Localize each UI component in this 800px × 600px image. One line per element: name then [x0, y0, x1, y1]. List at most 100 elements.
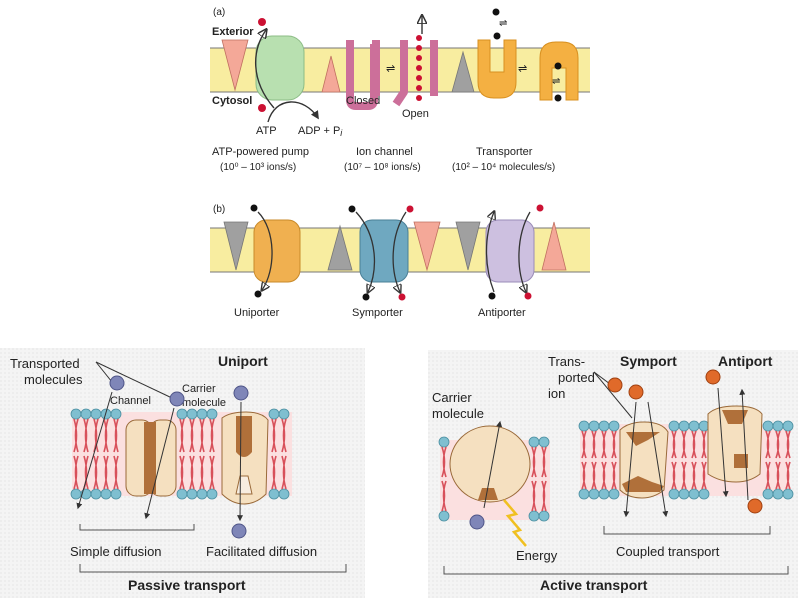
symport-arrow [647, 401, 669, 518]
antiport-arrow [717, 387, 729, 498]
lipid-tail [73, 455, 79, 490]
lipid-tail [601, 430, 607, 459]
lipid-head [538, 510, 550, 522]
energy-bolt [503, 499, 527, 547]
lipid-head [688, 420, 700, 432]
uniporter-protein [253, 219, 301, 283]
antiporter-protein [485, 219, 535, 283]
trans-label-3: ion [548, 386, 565, 401]
lipid-head [206, 488, 218, 500]
lipid-tail [271, 418, 277, 453]
lipid-heads-top [438, 420, 794, 448]
gradient-triangle [221, 39, 249, 92]
ion [398, 293, 406, 301]
lipid-head [698, 488, 710, 500]
lipid-tail [681, 430, 687, 459]
lipid-tail [581, 430, 587, 459]
lipid-tail [113, 418, 119, 453]
lipid-tail [103, 455, 109, 490]
lipid-head [668, 488, 680, 500]
transported-ion [607, 377, 623, 393]
trans-label-2: ported [558, 370, 595, 385]
uniport-label: Uniport [218, 353, 268, 369]
channel-arrow [144, 407, 175, 520]
lipid-head [668, 420, 680, 432]
exterior-label: Exterior [212, 26, 254, 38]
lipid-tails [73, 418, 287, 490]
symporter-label: Symporter [352, 307, 403, 319]
coupled-transport-label: Coupled transport [616, 544, 720, 559]
pump-arrow [255, 30, 275, 109]
lipid-tail [103, 418, 109, 453]
gradient-triangle [327, 224, 353, 271]
active-transport-panel: Carrier molecule Energy Trans- ported io… [428, 350, 798, 598]
lipid-head [782, 420, 794, 432]
transported-molecule [469, 514, 485, 530]
lipid-tail [541, 446, 547, 478]
lipid-tail [179, 418, 185, 453]
uniporter-arrow [257, 211, 273, 290]
simple-diffusion-bracket [79, 524, 195, 531]
trans-label-1: Trans- [548, 354, 585, 369]
channel-rate: (10⁷ – 10⁸ ions/s) [344, 162, 421, 173]
antiport-protein [707, 405, 763, 483]
lipid-head [196, 408, 208, 420]
atp-pump [255, 35, 305, 101]
antiporter-arrow [485, 212, 495, 293]
solute [488, 292, 496, 300]
lipid-tail [199, 455, 205, 490]
symport-arrow [623, 401, 637, 518]
lipid-head [588, 420, 600, 432]
lipid-head [70, 408, 82, 420]
active-carrier-label-1: Carrier [432, 390, 472, 405]
active-transport-title: Active transport [540, 577, 648, 593]
adp-label: ADP + Pi [298, 125, 343, 138]
carrier-protein [221, 411, 269, 505]
lipid-tail [611, 461, 617, 490]
lipid-tail [691, 461, 697, 490]
transported-ion [747, 498, 763, 514]
lipid-head [70, 488, 82, 500]
lipid-head [278, 408, 290, 420]
lipid-heads-bottom [438, 488, 794, 522]
equilibrium-symbol: ⇌ [386, 63, 395, 75]
lipid-heads-top [70, 408, 290, 420]
transported-molecule [169, 391, 185, 407]
antiporter-label: Antiporter [478, 307, 526, 319]
lipid-tail [691, 430, 697, 459]
transporter-rate: (10² – 10⁴ molecules/s) [452, 162, 555, 173]
carrier-label-2: molecule [182, 397, 226, 409]
panel-b: (b) Uniporter Symporter Antiporter [210, 204, 590, 319]
lipid-head [782, 488, 794, 500]
solute [254, 290, 262, 298]
lipid-head [762, 420, 774, 432]
lipid-head [772, 488, 784, 500]
lipid-tail [209, 418, 215, 453]
pump-rate: (10⁰ – 10³ ions/s) [220, 162, 296, 173]
lipid-tail [73, 418, 79, 453]
lipid-head [678, 420, 690, 432]
open-label: Open [402, 108, 429, 120]
antiport-arrow [739, 388, 749, 501]
lipid-tail [93, 455, 99, 490]
lipid-tail [281, 455, 287, 490]
symport-protein [619, 421, 669, 499]
gradient-triangle [541, 221, 567, 271]
ion [406, 205, 414, 213]
lipid-tail [775, 430, 781, 459]
lipid-head [598, 420, 610, 432]
antiporter-arrow [518, 211, 531, 292]
lipid-tail [765, 461, 771, 490]
lipid-tail [189, 455, 195, 490]
gradient-triangle [321, 55, 341, 93]
ion [536, 204, 544, 212]
carrier-label-1: Carrier [182, 383, 216, 395]
active-bracket [443, 566, 789, 575]
transported-label-2: molecules [24, 372, 83, 387]
panel-b-label: (b) [213, 204, 225, 215]
solute [362, 293, 370, 301]
pump-arrow [483, 420, 503, 509]
lipid-tail [785, 461, 791, 490]
panel-a-label: (a) [213, 7, 225, 18]
